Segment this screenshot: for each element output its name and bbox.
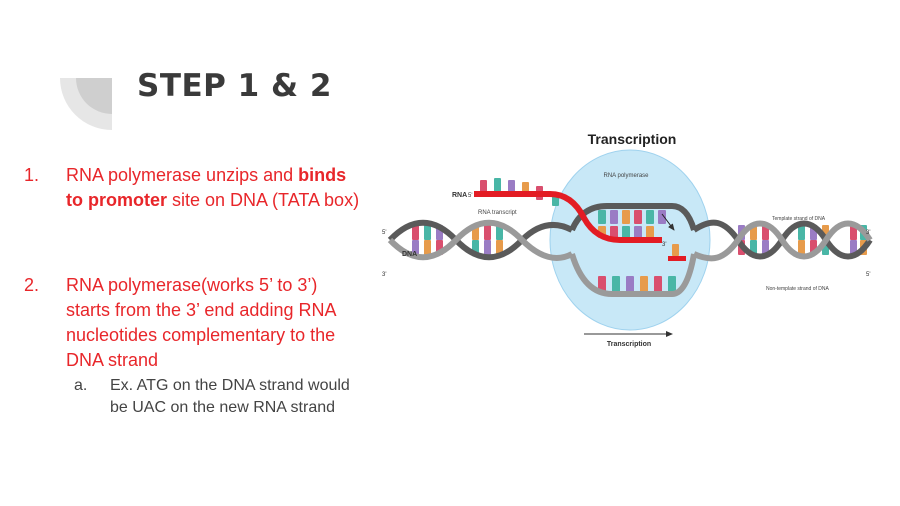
step-2-text: RNA polymerase(works 5’ to 3’) starts fr…	[66, 275, 336, 370]
step-1: 1. RNA polymerase unzips and binds to pr…	[24, 163, 364, 213]
base-pair-top	[762, 225, 769, 240]
slide-title: STEP 1 & 2	[137, 68, 332, 104]
base-pair-top	[412, 225, 419, 240]
decorative-corner-shape	[60, 78, 112, 130]
rna-nucleotide	[494, 178, 501, 192]
left-3prime-label: 3'	[382, 272, 386, 278]
nontemplate-base	[668, 276, 676, 292]
step-1-text-before: RNA polymerase unzips and	[66, 165, 299, 185]
rna-paired-nucleotide	[634, 226, 642, 238]
base-pair-bottom	[850, 240, 857, 255]
nontemplate-strand-label: Non-template strand of DNA	[766, 286, 829, 292]
template-base	[598, 210, 606, 224]
pointer-arrow	[661, 213, 675, 231]
rna-transcript-strand	[474, 191, 662, 243]
transcription-figure: Transcription RNA polymerase RNA 5' RNA …	[372, 122, 882, 354]
rna-3prime-label: 3'	[662, 242, 666, 248]
template-base	[610, 210, 618, 224]
step-2-subitem: a. Ex. ATG on the DNA strand would be UA…	[24, 375, 360, 419]
template-base	[658, 210, 666, 224]
nontemplate-base	[626, 276, 634, 292]
nontemplate-strand-open	[569, 253, 697, 297]
step-2-subitem-text: Ex. ATG on the DNA strand would be UAC o…	[110, 377, 350, 416]
base-pair-top	[850, 225, 857, 240]
rna-5prime-label: 5'	[468, 193, 472, 199]
steps-list: 1. RNA polymerase unzips and binds to pr…	[24, 163, 364, 419]
base-pair-bottom	[424, 240, 431, 255]
rna-nucleotides	[480, 178, 679, 256]
transcription-arrow-label: Transcription	[607, 341, 651, 348]
step-1-text-after: site on DNA (TATA box)	[167, 190, 360, 210]
step-2-subitem-number: a.	[74, 377, 88, 394]
rna-nucleotide	[480, 180, 487, 194]
template-strand-open	[569, 203, 697, 232]
base-pair-top	[798, 225, 805, 240]
base-pair-bottom	[762, 240, 769, 255]
right-3prime-label: 3'	[866, 230, 870, 236]
base-pair-bottom	[496, 240, 503, 255]
dna-strand-left-top	[387, 219, 574, 261]
template-strand-label: Template strand of DNA	[772, 216, 826, 222]
step-2-number: 2.	[24, 275, 40, 295]
incoming-nucleotide	[668, 256, 686, 261]
figure-title: Transcription	[588, 131, 677, 147]
rna-paired-nucleotide	[610, 226, 618, 238]
base-pair-top	[424, 225, 431, 240]
nontemplate-base	[612, 276, 620, 292]
nontemplate-base	[598, 276, 606, 292]
dna-label: DNA	[402, 251, 417, 258]
rna-label: RNA	[452, 192, 467, 199]
rna-paired-nucleotide	[622, 226, 630, 238]
nontemplate-base	[654, 276, 662, 292]
template-base	[622, 210, 630, 224]
base-pair-bottom	[412, 240, 419, 255]
dna-strand-right-bottom	[692, 220, 873, 262]
template-base	[634, 210, 642, 224]
free-nucleotide	[672, 244, 679, 256]
step-1-bold-text: binds to promoter	[66, 165, 347, 210]
step-1-number: 1.	[24, 165, 40, 185]
transcription-diagram: Transcription RNA polymerase RNA 5' RNA …	[382, 131, 873, 348]
base-pair-top	[484, 225, 491, 240]
base-pair-bottom	[484, 240, 491, 255]
rna-transcript-label: RNA transcript	[478, 210, 517, 216]
rna-nucleotide	[508, 180, 515, 194]
left-5prime-label: 5'	[382, 230, 386, 236]
template-base	[646, 210, 654, 224]
dna-strand-left-bottom	[387, 219, 574, 261]
step-2: 2. RNA polymerase(works 5’ to 3’) starts…	[24, 273, 364, 373]
rna-paired-nucleotide	[646, 226, 654, 238]
base-pair-bottom	[798, 240, 805, 255]
right-5prime-label: 5'	[866, 272, 870, 278]
rna-polymerase-label: RNA polymerase	[603, 173, 649, 179]
nontemplate-base	[640, 276, 648, 292]
base-pair-top	[496, 225, 503, 240]
